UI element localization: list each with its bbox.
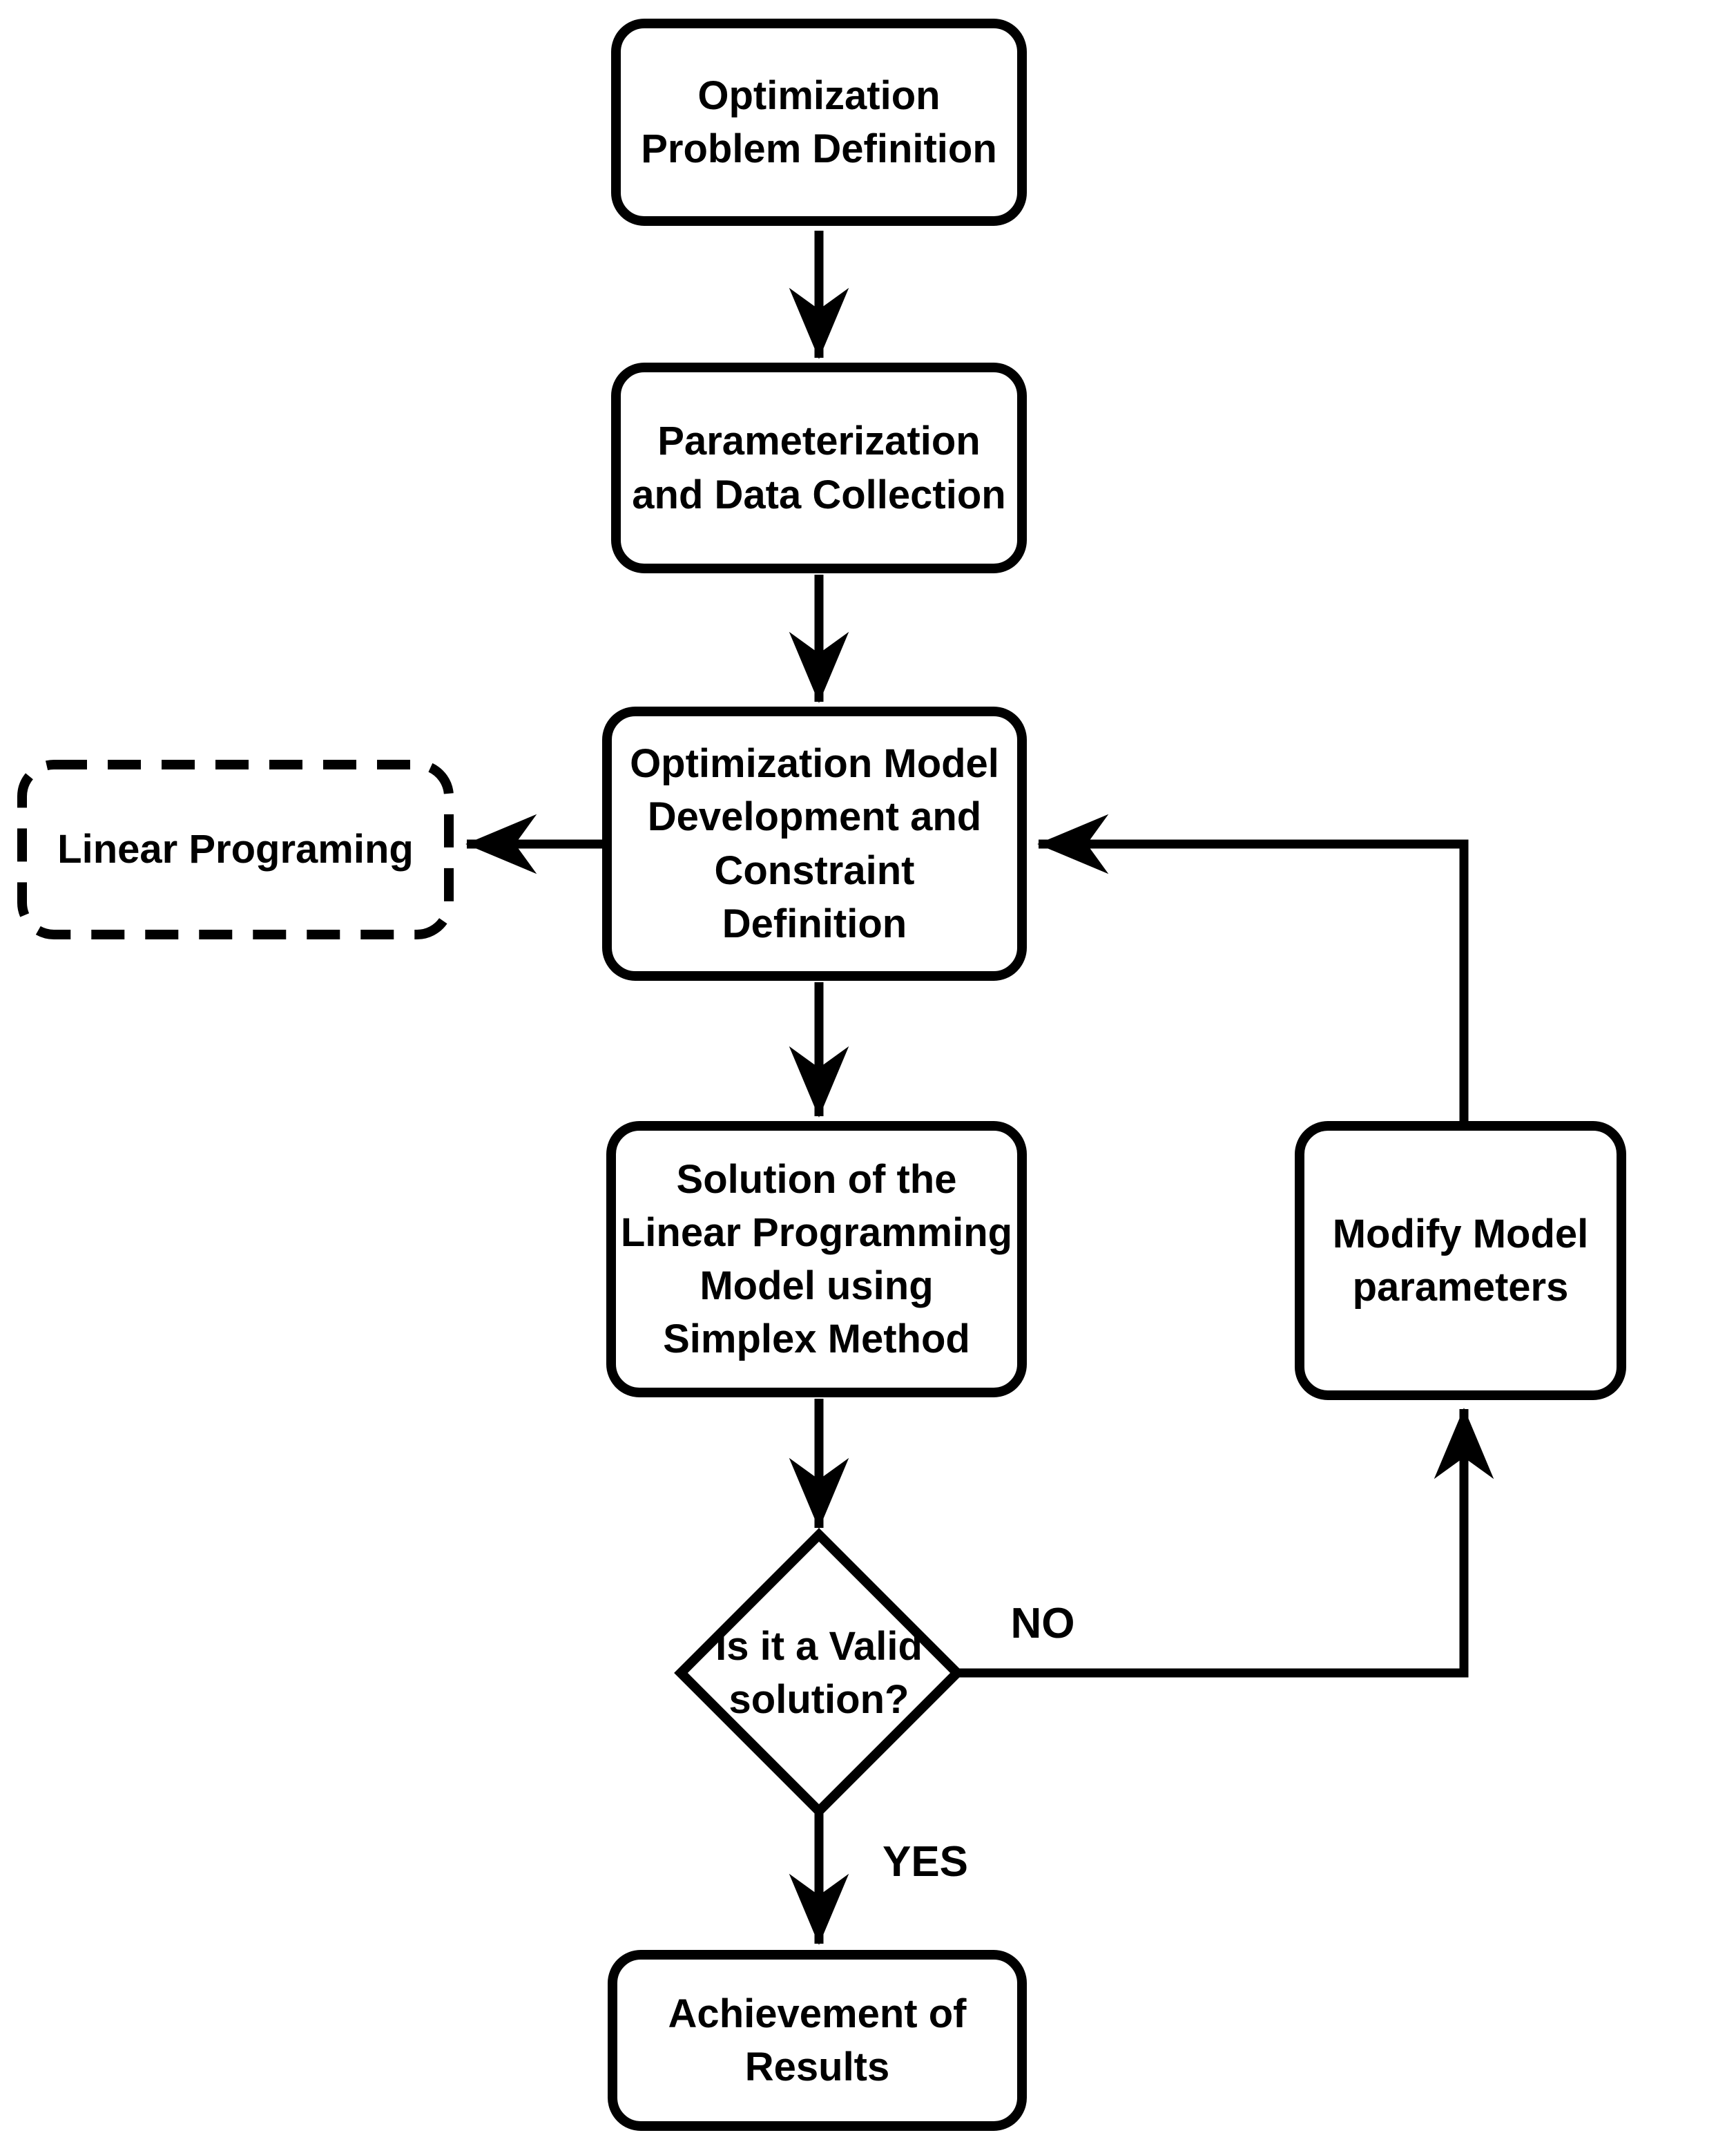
decision-valid-solution-label: Is it a Valid solution? [715, 1623, 923, 1722]
node-achievement-results: Achievement of Results [608, 1950, 1027, 2131]
node-modify-parameters: Modify Model parameters [1295, 1121, 1626, 1400]
node-solution-simplex-label: Solution of the Linear Programming Model… [620, 1156, 1013, 1362]
node-linear-programming-label: Linear Programing [57, 827, 414, 872]
node-linear-programming-outline [17, 760, 454, 939]
decision-valid-solution: Is it a Valid solution? [667, 1604, 971, 1742]
edge-modify-to-model [1037, 814, 1469, 1121]
node-solution-simplex: Solution of the Linear Programming Model… [606, 1121, 1027, 1397]
edge-label-yes: YES [882, 1837, 969, 1886]
edge-no-to-modify [957, 1408, 1494, 1678]
node-achievement-results-label: Achievement of Results [668, 1991, 967, 2089]
node-model-development: Optimization Model Development and Const… [602, 707, 1027, 981]
node-problem-definition-label: Optimization Problem Definition [641, 73, 997, 171]
node-parameterization: Parameterization and Data Collection [611, 363, 1027, 573]
node-problem-definition: Optimization Problem Definition [611, 19, 1027, 226]
node-modify-parameters-label: Modify Model parameters [1332, 1211, 1589, 1310]
edge-label-no: NO [1010, 1599, 1075, 1647]
node-model-development-label: Optimization Model Development and Const… [630, 741, 999, 946]
node-parameterization-label: Parameterization and Data Collection [632, 419, 1006, 517]
node-linear-programming: Linear Programing [22, 765, 449, 935]
